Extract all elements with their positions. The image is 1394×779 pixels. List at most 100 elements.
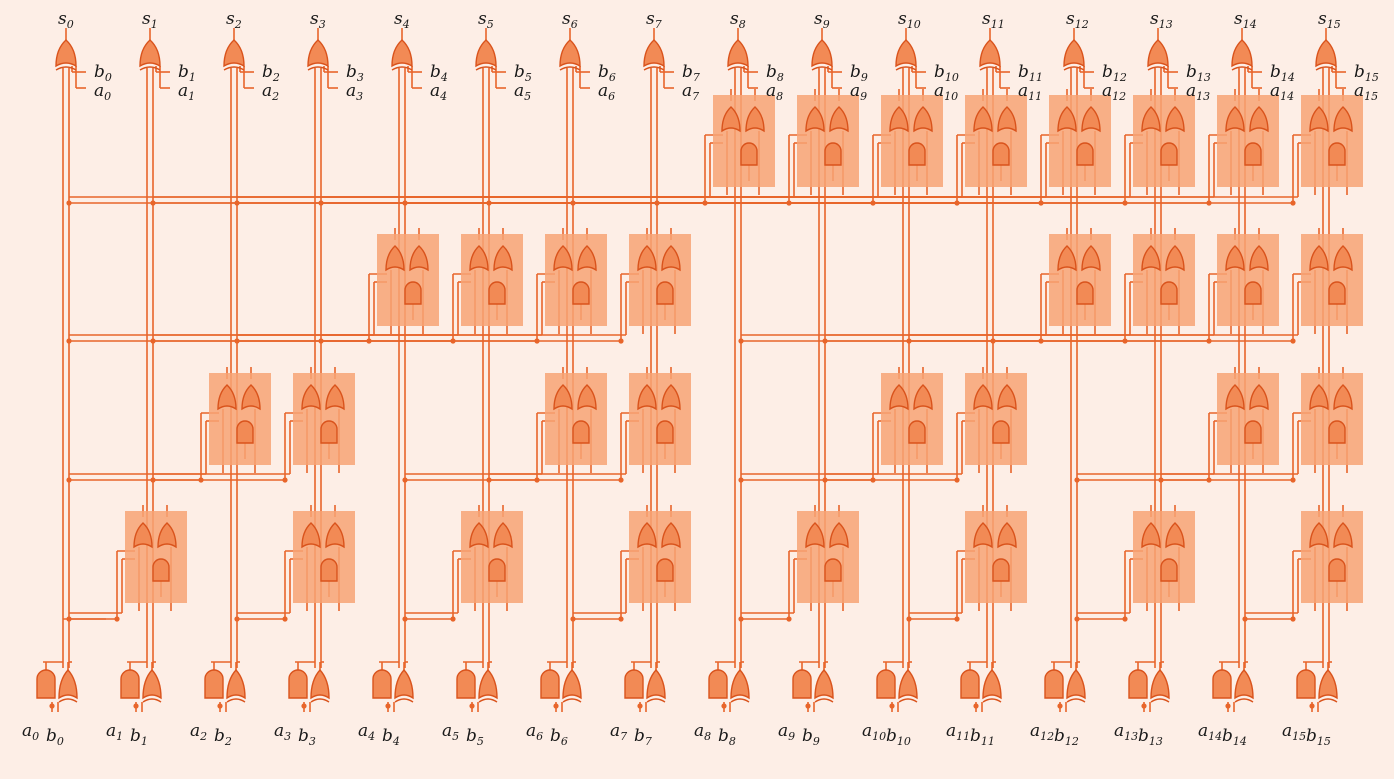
prefix-or-gate: [1309, 522, 1329, 549]
bottom-input-label-a: a3: [274, 721, 291, 743]
prefix-or-gate: [241, 384, 261, 411]
prefix-and-gate: [572, 420, 590, 444]
input-xor-gate-xor-curve: [394, 698, 414, 703]
top-input-label-a: a12: [1102, 81, 1126, 103]
input-and-gate: [1044, 669, 1064, 699]
input-xor-gate: [562, 668, 582, 700]
prefix-and-gate: [1244, 420, 1262, 444]
wire-junction-dot: [553, 703, 559, 709]
prefix-block: [125, 511, 187, 603]
bottom-input-label-b: b8: [718, 726, 736, 748]
prefix-or-gate: [997, 384, 1017, 411]
wire-junction-dot: [1290, 200, 1296, 206]
prefix-or-gate: [829, 106, 849, 133]
input-xor-gate-xor-curve: [898, 698, 918, 703]
prefix-block: [1301, 234, 1363, 326]
top-input-label-b: b13: [1186, 62, 1211, 84]
wire-junction-dot: [805, 703, 811, 709]
wire-junction-dot: [486, 200, 492, 206]
top-input-label-b: b7: [682, 62, 700, 84]
output-label-s: s11: [982, 9, 1005, 31]
prefix-or-gate: [1225, 384, 1245, 411]
input-xor-gate-xor-curve: [1066, 698, 1086, 703]
input-and-gate: [624, 669, 644, 699]
sum-xor-gate: [55, 39, 77, 68]
prefix-and-gate: [1328, 558, 1346, 582]
wire-junction-dot: [1158, 477, 1164, 483]
output-label-s: s9: [814, 9, 830, 31]
input-xor-gate: [1234, 668, 1254, 700]
prefix-block: [797, 95, 859, 187]
bottom-input-label-b: b0: [46, 726, 64, 748]
input-xor-gate-xor-curve: [1318, 698, 1338, 703]
bottom-input-label-b: b5: [466, 726, 484, 748]
top-input-label-a: a4: [430, 81, 447, 103]
prefix-and-gate: [1160, 142, 1178, 166]
sum-xor-gate: [1315, 39, 1337, 68]
prefix-and-gate: [404, 281, 422, 305]
sum-xor-gate: [1147, 39, 1169, 68]
wire-junction-dot: [889, 703, 895, 709]
prefix-or-gate: [1249, 106, 1269, 133]
wire-junction-dot: [301, 703, 307, 709]
prefix-or-gate: [493, 245, 513, 272]
prefix-and-gate: [1160, 558, 1178, 582]
wire-junction-dot: [234, 200, 240, 206]
prefix-or-gate: [1333, 522, 1353, 549]
prefix-block: [293, 511, 355, 603]
wire-junction-dot: [450, 616, 456, 622]
wire-junction-dot: [282, 616, 288, 622]
prefix-and-gate: [1160, 281, 1178, 305]
prefix-block: [1133, 234, 1195, 326]
top-input-label-b: b2: [262, 62, 280, 84]
prefix-or-gate: [577, 384, 597, 411]
wire-junction-dot: [1074, 477, 1080, 483]
wire-junction-dot: [1141, 703, 1147, 709]
top-input-label-a: a13: [1186, 81, 1210, 103]
sum-xor-gate: [391, 39, 413, 68]
sum-xor-gate: [895, 39, 917, 68]
prefix-or-gate: [493, 522, 513, 549]
top-input-label-b: b1: [178, 62, 196, 84]
prefix-block: [377, 234, 439, 326]
top-input-label-b: b12: [1102, 62, 1127, 84]
prefix-or-gate: [1141, 245, 1161, 272]
prefix-or-gate: [1225, 106, 1245, 133]
prefix-block: [881, 373, 943, 465]
prefix-or-gate: [1141, 522, 1161, 549]
prefix-and-gate: [320, 420, 338, 444]
wire-junction-dot: [738, 338, 744, 344]
sum-xor-gate-xor-curve: [559, 66, 581, 71]
prefix-block: [629, 511, 691, 603]
prefix-or-gate: [301, 522, 321, 549]
input-and-gate: [120, 669, 140, 699]
output-label-s: s1: [142, 9, 158, 31]
wire-junction-dot: [906, 338, 912, 344]
input-xor-gate: [310, 668, 330, 700]
input-and-gate: [1212, 669, 1232, 699]
sum-xor-gate: [307, 39, 329, 68]
prefix-or-gate: [133, 522, 153, 549]
top-input-label-b: b10: [934, 62, 959, 84]
prefix-block: [797, 511, 859, 603]
sum-xor-gate-xor-curve: [475, 66, 497, 71]
prefix-block: [1133, 95, 1195, 187]
input-and-gate: [708, 669, 728, 699]
prefix-or-gate: [1141, 106, 1161, 133]
bottom-input-label-b: b1: [130, 726, 148, 748]
wire-junction-dot: [234, 338, 240, 344]
wire-junction-dot: [822, 477, 828, 483]
prefix-and-gate: [1244, 281, 1262, 305]
prefix-and-gate: [1076, 142, 1094, 166]
bottom-input-label-a: a6: [526, 721, 543, 743]
prefix-block: [1301, 373, 1363, 465]
wire-junction-dot: [637, 703, 643, 709]
input-xor-gate: [814, 668, 834, 700]
sum-xor-gate-xor-curve: [391, 66, 413, 71]
output-label-s: s10: [898, 9, 921, 31]
bottom-input-label-b: b14: [1222, 726, 1247, 748]
wire-junction-dot: [1242, 616, 1248, 622]
sum-xor-gate-xor-curve: [55, 66, 77, 71]
output-label-s: s14: [1234, 9, 1257, 31]
wire-junction-dot: [133, 703, 139, 709]
